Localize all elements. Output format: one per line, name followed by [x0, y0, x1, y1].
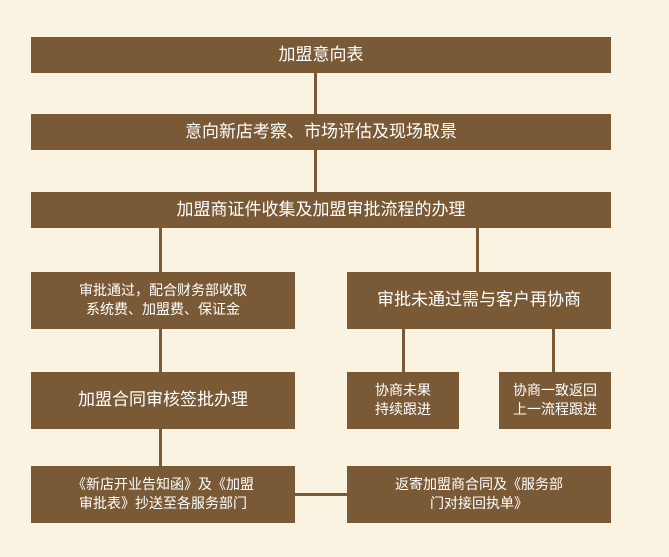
step-label: 加盟商证件收集及加盟审批流程的办理 [176, 199, 466, 220]
step-label-line1: 协商未果 [375, 382, 431, 399]
step-negotiation-failed: 协商未果 持续跟进 [347, 372, 459, 429]
step-label: 加盟合同审核签批办理 [78, 390, 248, 411]
step-site-inspection: 意向新店考察、市场评估及现场取景 [31, 114, 611, 150]
step-label-line2: 审批表》抄送至各服务部门 [79, 495, 247, 512]
step-rejected-renegotiate: 审批未通过需与客户再协商 [347, 272, 611, 329]
step-approved-fee-collection: 审批通过，配合财务部收取 系统费、加盟费、保证金 [31, 272, 295, 329]
step-franchise-intent-form: 加盟意向表 [31, 37, 611, 73]
connector-2-3 [314, 150, 317, 192]
step-label: 审批未通过需与客户再协商 [377, 290, 581, 311]
step-label-line2: 系统费、加盟费、保证金 [86, 301, 240, 318]
connector-4-6 [159, 329, 162, 372]
connector-5-8 [552, 329, 555, 372]
step-return-contract: 返寄加盟商合同及《服务部 门对接回执单》 [347, 466, 611, 523]
step-notice-distribution: 《新店开业告知函》及《加盟 审批表》抄送至各服务部门 [31, 466, 295, 523]
step-label-line2: 上一流程跟进 [513, 401, 597, 418]
step-label-line1: 《新店开业告知函》及《加盟 [72, 476, 254, 493]
step-contract-review: 加盟合同审核签批办理 [31, 372, 295, 429]
step-label: 加盟意向表 [278, 44, 364, 65]
connector-9-10 [295, 493, 347, 496]
step-negotiation-agreed: 协商一致返回 上一流程跟进 [499, 372, 611, 429]
step-label: 意向新店考察、市场评估及现场取景 [185, 121, 457, 142]
connector-1-2 [314, 73, 317, 114]
connector-5-7 [402, 329, 405, 372]
step-document-collection-approval: 加盟商证件收集及加盟审批流程的办理 [31, 192, 611, 228]
step-label-line1: 协商一致返回 [513, 382, 597, 399]
step-label-line1: 返寄加盟商合同及《服务部 [395, 476, 563, 493]
step-label-line1: 审批通过，配合财务部收取 [79, 282, 247, 299]
step-label-line2: 持续跟进 [375, 401, 431, 418]
step-label-line2: 门对接回执单》 [430, 495, 528, 512]
connector-3-4 [159, 228, 162, 272]
connector-6-9 [159, 429, 162, 466]
connector-3-5 [476, 228, 479, 272]
